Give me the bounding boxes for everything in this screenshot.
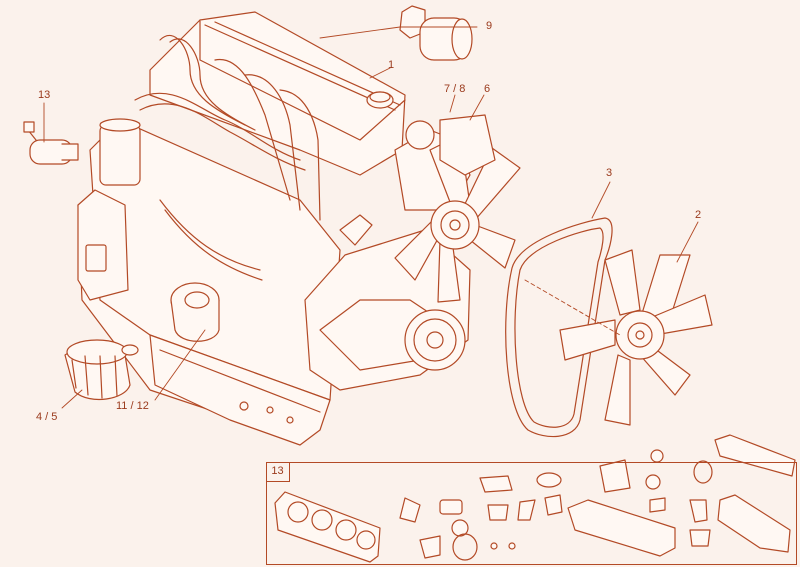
gasket-kit-contents [274,434,796,563]
oil-filter-part [64,339,139,400]
leader-lines [43,26,699,409]
callout-9: 9 [486,20,493,32]
gasket-kit-callout: 13 [266,462,290,482]
callout-11-12: 11 / 12 [116,400,149,412]
callout-2: 2 [695,209,702,221]
gasket-kit-frame [266,462,797,565]
callout-6: 6 [484,83,491,95]
callout-7-8: 7 / 8 [444,83,466,95]
callout-4-5: 4 / 5 [36,411,58,423]
engine-block [77,11,521,446]
callout-3: 3 [606,167,613,179]
sensor-part [23,121,79,165]
callout-13: 13 [38,89,51,101]
thermostat-part [399,5,473,61]
v-belt-part [505,217,613,438]
callout-1: 1 [388,59,395,71]
loose-fan-part [559,249,713,426]
